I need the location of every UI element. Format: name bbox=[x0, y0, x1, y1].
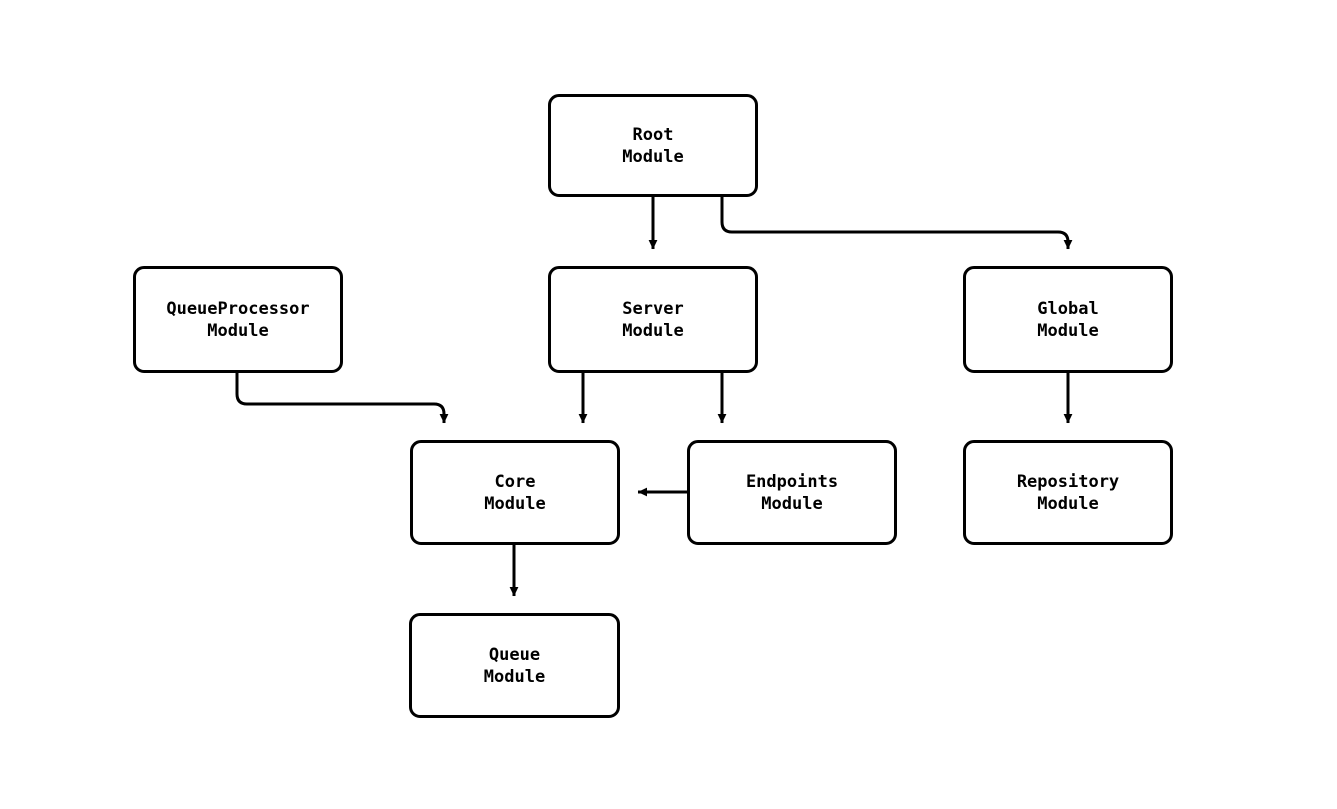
node-repository-module-label-line2: Module bbox=[1037, 493, 1099, 514]
node-repository-module-label-line1: Repository bbox=[1016, 471, 1120, 492]
node-queue-module-label-line1: Queue bbox=[488, 644, 541, 665]
node-root-module-label-line2: Module bbox=[622, 146, 684, 167]
node-server-module[interactable]: Server Module bbox=[548, 266, 758, 373]
node-root-module-label-line1: Root bbox=[632, 124, 674, 145]
node-core-module-label-line1: Core bbox=[494, 471, 536, 492]
node-endpoints-module-label-line1: Endpoints bbox=[745, 471, 839, 492]
node-global-module[interactable]: Global Module bbox=[963, 266, 1173, 373]
node-root-module[interactable]: Root Module bbox=[548, 94, 758, 197]
node-server-module-label-line1: Server bbox=[622, 298, 684, 319]
node-core-module[interactable]: Core Module bbox=[410, 440, 620, 545]
node-queue-module-label-line2: Module bbox=[483, 666, 546, 687]
node-repository-module[interactable]: Repository Module bbox=[963, 440, 1173, 545]
edge-root-to-global bbox=[720, 197, 1073, 250]
node-core-module-label-line2: Module bbox=[484, 493, 546, 514]
node-endpoints-module-label-line2: Module bbox=[761, 493, 823, 514]
node-global-module-label-line2: Module bbox=[1037, 320, 1099, 341]
node-global-module-label-line1: Global bbox=[1037, 298, 1099, 319]
node-queueprocessor-module-label-line2: Module bbox=[207, 320, 269, 341]
node-queue-module[interactable]: Queue Module bbox=[409, 613, 620, 718]
node-endpoints-module[interactable]: Endpoints Module bbox=[687, 440, 897, 545]
node-server-module-label-line2: Module bbox=[622, 320, 684, 341]
node-queueprocessor-module[interactable]: QueueProcessor Module bbox=[133, 266, 343, 373]
node-queueprocessor-module-label-line1: QueueProcessor bbox=[166, 298, 310, 319]
edge-queueprocessor-to-core bbox=[235, 373, 449, 424]
